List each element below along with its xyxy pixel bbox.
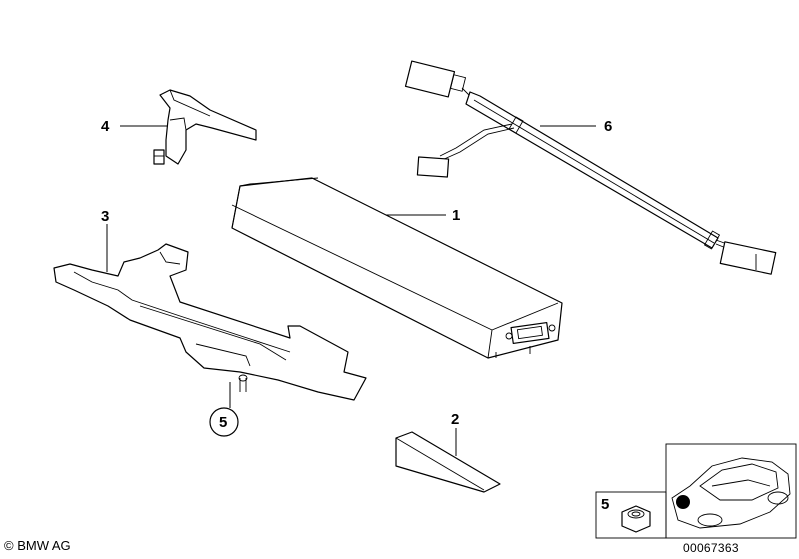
callout-4: 4 bbox=[101, 118, 110, 135]
callout-1: 1 bbox=[452, 207, 460, 224]
inset-group bbox=[595, 443, 797, 539]
callout-5-inset: 5 bbox=[601, 496, 609, 513]
callout-6: 6 bbox=[604, 118, 612, 135]
part-6-cable-harness[interactable] bbox=[404, 60, 777, 275]
part-1-module[interactable] bbox=[231, 177, 563, 359]
part-4-holder[interactable] bbox=[153, 89, 257, 165]
part-3-bracket[interactable] bbox=[53, 243, 367, 401]
inset-car-box bbox=[665, 443, 797, 539]
car-silhouette-icon bbox=[671, 457, 791, 529]
nut-icon bbox=[621, 505, 651, 533]
copyright-label: © BMW AG bbox=[4, 538, 71, 553]
part-2-plate[interactable] bbox=[395, 431, 501, 493]
callout-2: 2 bbox=[451, 411, 459, 428]
leader-lines bbox=[106, 125, 596, 456]
reference-number: 00067363 bbox=[683, 541, 739, 555]
callout-5: 5 bbox=[219, 414, 227, 431]
callout-3: 3 bbox=[101, 208, 109, 225]
callout-5-circle bbox=[209, 407, 239, 437]
location-marker-icon bbox=[676, 495, 690, 509]
